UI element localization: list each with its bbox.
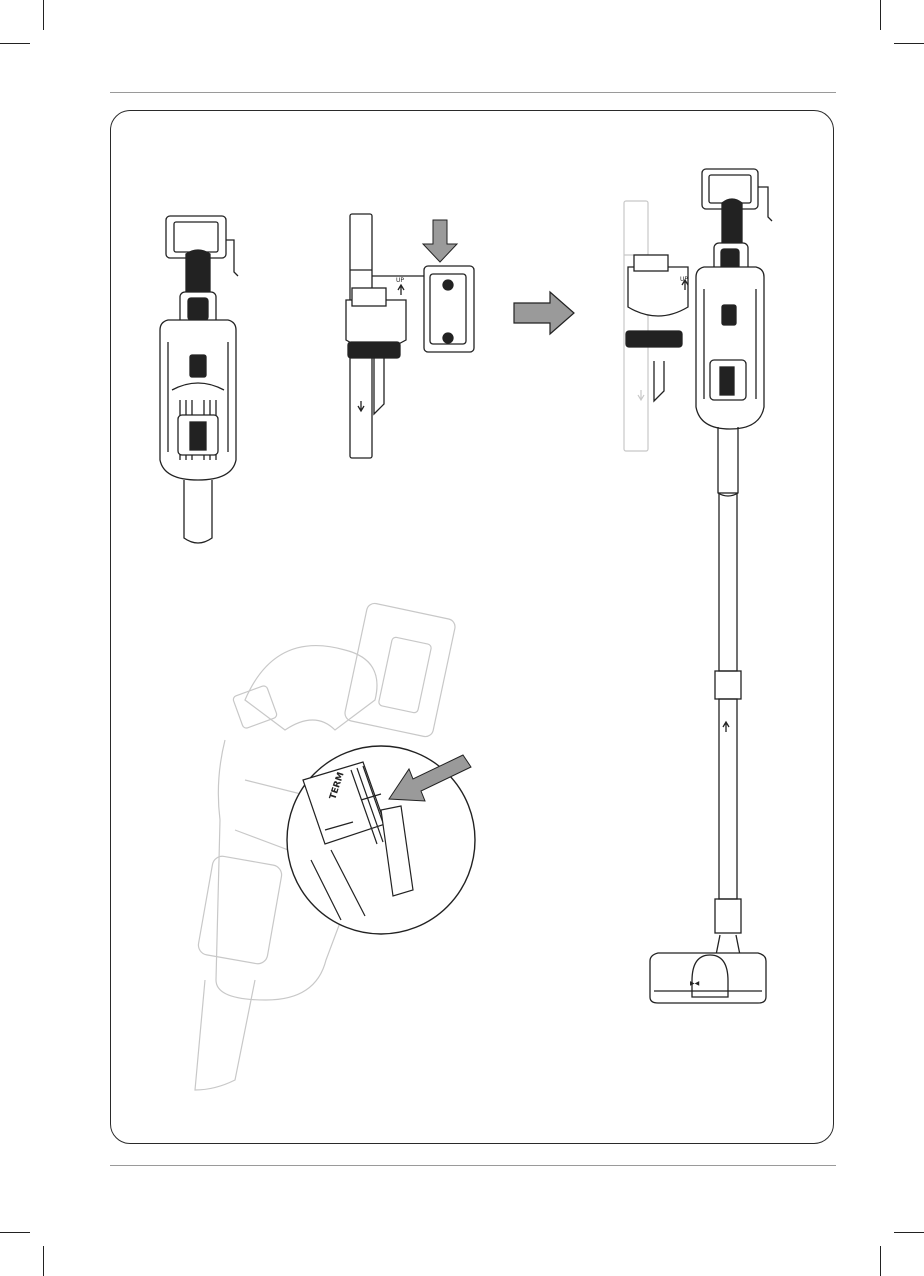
crop-mark <box>880 1246 881 1276</box>
accessory-clip-figure: UP <box>330 210 480 460</box>
header-rule <box>110 92 836 93</box>
floorhead-mark: ▶◀ <box>690 980 700 987</box>
arrow-down-icon <box>423 220 457 262</box>
crop-mark <box>0 43 30 44</box>
arrow-right-icon <box>512 290 576 336</box>
battery-release-figure: TERM <box>185 600 480 1095</box>
crop-mark <box>0 1232 30 1233</box>
handheld-vacuum-figure <box>150 210 250 550</box>
brush-up-label-2: UP <box>680 276 688 283</box>
brush-up-label: UP <box>396 277 404 284</box>
crop-mark <box>894 43 924 44</box>
crop-mark <box>43 1246 44 1276</box>
stick-vacuum-figure: UP ▶◀ <box>610 165 810 1015</box>
crop-mark <box>880 0 881 30</box>
crop-mark <box>43 0 44 30</box>
crop-mark <box>894 1232 924 1233</box>
footer-rule <box>110 1165 836 1166</box>
